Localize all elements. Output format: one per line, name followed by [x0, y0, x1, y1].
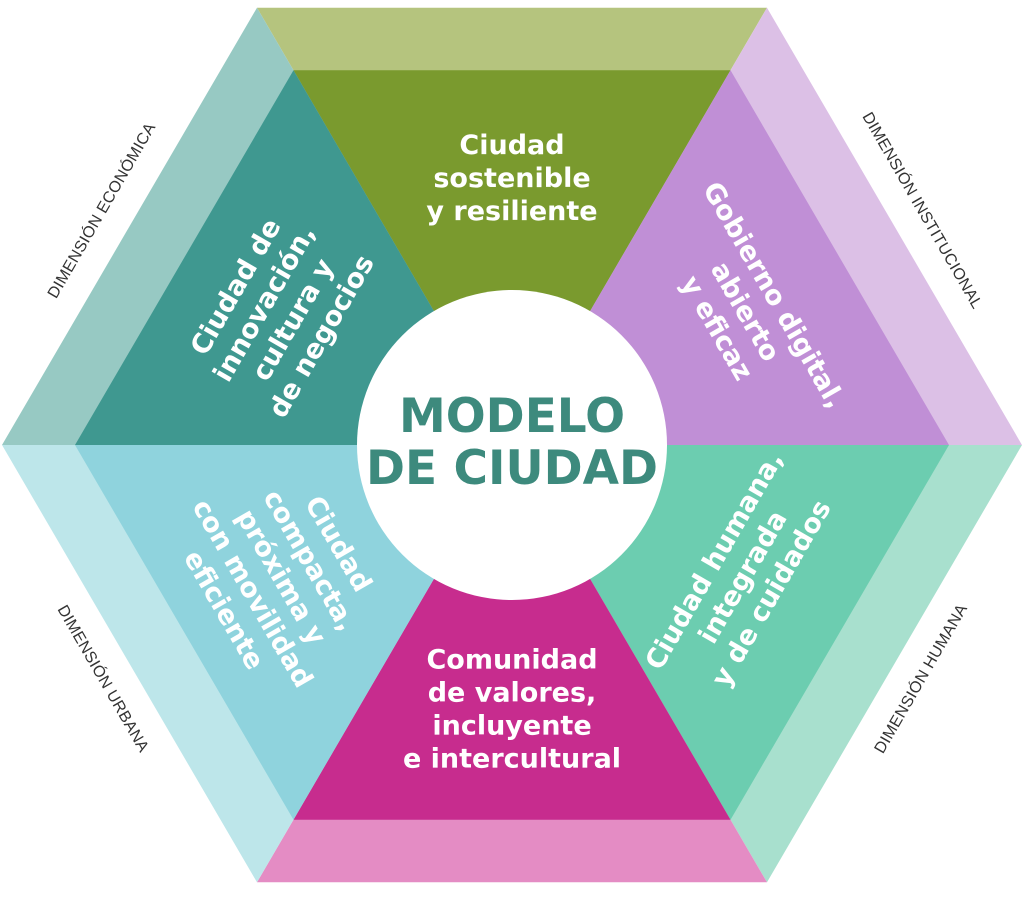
center-circle-group: MODELO DE CIUDAD: [357, 290, 667, 600]
segment-cultural-label-line: de valores,: [428, 677, 597, 708]
segment-cultural-label-line: Comunidad: [426, 644, 597, 675]
segment-ambiental-label-line: sostenible: [433, 163, 590, 194]
segment-cultural-label-line: e intercultural: [403, 743, 621, 774]
segment-ambiental-triangle: [293, 70, 731, 446]
center-title-line-2: DE CIUDAD: [366, 441, 658, 496]
segment-cultural-label-line: incluyente: [432, 710, 591, 741]
segment-ambiental-label-line: y resiliente: [426, 196, 597, 227]
center-title-line-1: MODELO: [399, 389, 625, 444]
segment-cultural-triangle: [293, 445, 731, 820]
segment-ambiental-label-line: Ciudad: [459, 130, 564, 161]
center-circle: [357, 290, 667, 600]
